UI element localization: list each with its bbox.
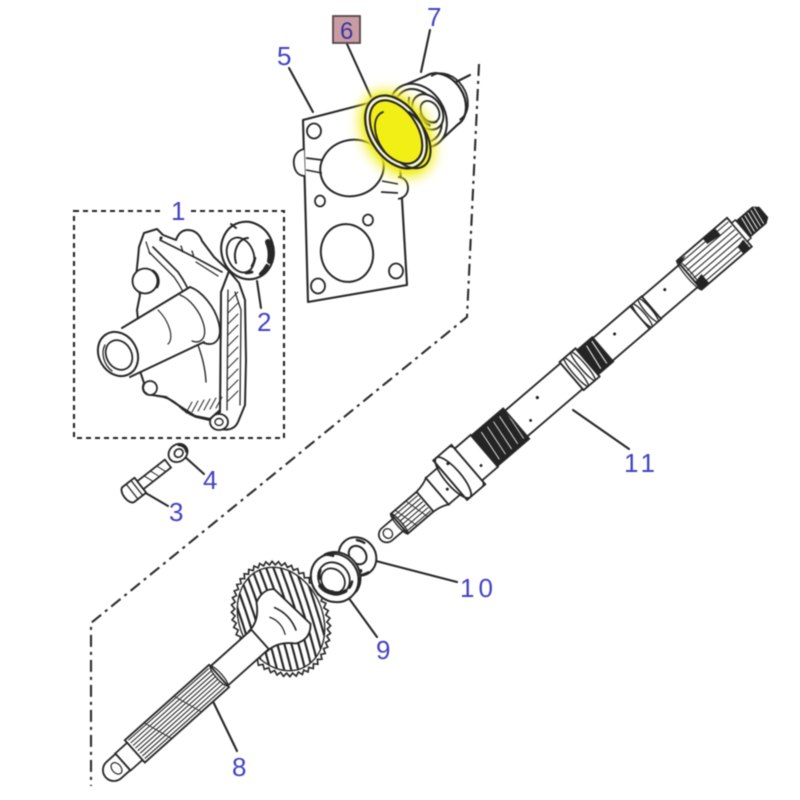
svg-text:6: 6 bbox=[340, 18, 353, 45]
svg-text:1: 1 bbox=[171, 196, 185, 226]
svg-text:8: 8 bbox=[232, 752, 246, 782]
svg-text:5: 5 bbox=[277, 41, 291, 71]
svg-text:7: 7 bbox=[427, 2, 441, 32]
svg-text:3: 3 bbox=[169, 497, 183, 527]
svg-text:4: 4 bbox=[203, 465, 217, 495]
svg-text:11: 11 bbox=[624, 448, 659, 478]
svg-text:9: 9 bbox=[376, 635, 390, 665]
svg-text:10: 10 bbox=[460, 573, 497, 603]
svg-text:2: 2 bbox=[257, 307, 271, 337]
